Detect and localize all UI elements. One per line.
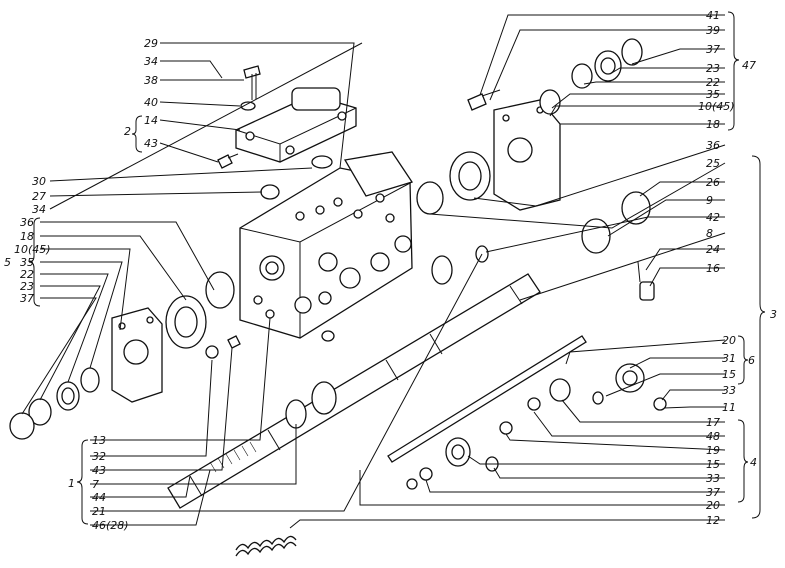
valve-body — [239, 151, 414, 339]
label-20-top: 20 — [722, 334, 736, 347]
label-14: 14 — [144, 114, 158, 127]
label-46-28: 46(28) — [92, 519, 129, 532]
label-27: 27 — [32, 190, 46, 203]
label-22-left: 22 — [20, 268, 34, 281]
label-18-top: 18 — [706, 118, 720, 131]
label-25: 25 — [706, 157, 720, 170]
group-braces — [28, 11, 766, 525]
label-31: 31 — [722, 352, 736, 365]
label-12: 12 — [706, 514, 720, 527]
label-34-top: 34 — [144, 55, 158, 68]
part-labels: 29 34 38 40 14 43 2 30 27 34 36 18 10(45… — [4, 9, 777, 532]
label-10-45-top: 10(45) — [698, 100, 735, 113]
spool-assembly — [167, 245, 541, 509]
label-7: 7 — [92, 478, 99, 491]
label-29: 29 — [144, 37, 158, 50]
label-40: 40 — [144, 96, 158, 109]
label-23-left: 23 — [20, 280, 34, 293]
label-36-right: 36 — [706, 139, 720, 152]
label-44: 44 — [92, 491, 106, 504]
label-39: 39 — [706, 24, 720, 37]
label-group-2: 2 — [124, 125, 131, 138]
label-15-bottom: 15 — [706, 458, 720, 471]
label-group-3: 3 — [770, 308, 777, 321]
label-32: 32 — [92, 450, 106, 463]
spring — [235, 535, 297, 557]
label-41: 41 — [706, 9, 720, 22]
label-24: 24 — [706, 243, 720, 256]
label-43-top: 43 — [144, 137, 158, 150]
label-8: 8 — [706, 227, 713, 240]
label-43-bottom: 43 — [92, 464, 106, 477]
label-19: 19 — [706, 444, 720, 457]
label-20-bottom: 20 — [706, 499, 720, 512]
label-10-45-left: 10(45) — [14, 243, 51, 256]
label-42: 42 — [706, 211, 720, 224]
label-37-top: 37 — [706, 43, 720, 56]
label-18-left: 18 — [20, 230, 34, 243]
label-17: 17 — [706, 416, 720, 429]
label-33-top: 33 — [722, 384, 736, 397]
pushrod-assembly — [387, 261, 667, 490]
label-22-top: 22 — [706, 76, 720, 89]
label-group-1: 1 — [68, 477, 75, 490]
label-11: 11 — [722, 401, 736, 414]
label-34-mid: 34 — [32, 203, 46, 216]
cover-plate — [217, 65, 357, 200]
label-48: 48 — [706, 430, 720, 443]
label-group-5: 5 — [4, 256, 11, 269]
right-end-cap — [416, 38, 651, 254]
label-group-6: 6 — [748, 354, 755, 367]
label-37-left: 37 — [20, 292, 34, 305]
label-38: 38 — [144, 74, 158, 87]
label-21: 21 — [92, 505, 106, 518]
label-37-bottom: 37 — [706, 486, 720, 499]
label-36-left: 36 — [20, 216, 34, 229]
label-9: 9 — [706, 194, 713, 207]
label-23-top: 23 — [706, 62, 720, 75]
label-13: 13 — [92, 434, 106, 447]
label-group-47: 47 — [742, 59, 756, 72]
label-15-top: 15 — [722, 368, 736, 381]
label-33-bottom: 33 — [706, 472, 720, 485]
label-30: 30 — [32, 175, 46, 188]
label-group-4: 4 — [750, 456, 757, 469]
label-35-top: 35 — [706, 88, 720, 101]
label-26: 26 — [706, 176, 720, 189]
leader-lines — [21, 14, 726, 529]
label-35-left: 35 — [20, 256, 34, 269]
label-16: 16 — [706, 262, 720, 275]
